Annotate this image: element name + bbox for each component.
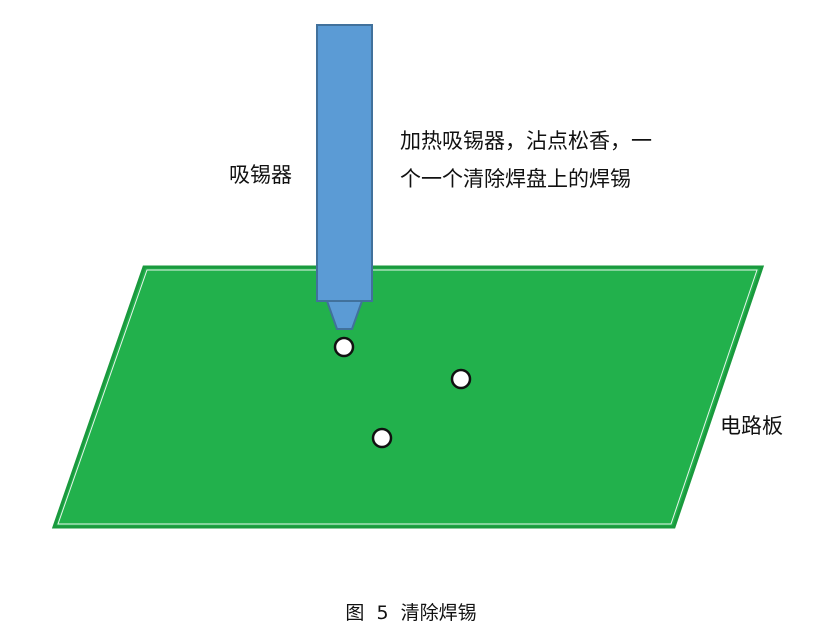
solder-pad [450, 368, 472, 390]
desoldering-tool-body [316, 24, 373, 302]
circuit-board [51, 265, 765, 529]
circuit-board-label: 电路板 [720, 414, 783, 438]
solder-pad [333, 336, 355, 358]
circuit-board-inner-edge [57, 269, 758, 525]
instruction-text-line2: 个一个清除焊盘上的焊锡 [400, 167, 631, 191]
solder-pad [371, 427, 393, 449]
instruction-text-line1: 加热吸锡器，沾点松香，一 [400, 129, 652, 153]
desoldering-tool-label: 吸锡器 [229, 163, 292, 187]
figure-caption: 图 5 清除焊锡 [345, 602, 477, 624]
desoldering-tool-tip [325, 300, 364, 330]
